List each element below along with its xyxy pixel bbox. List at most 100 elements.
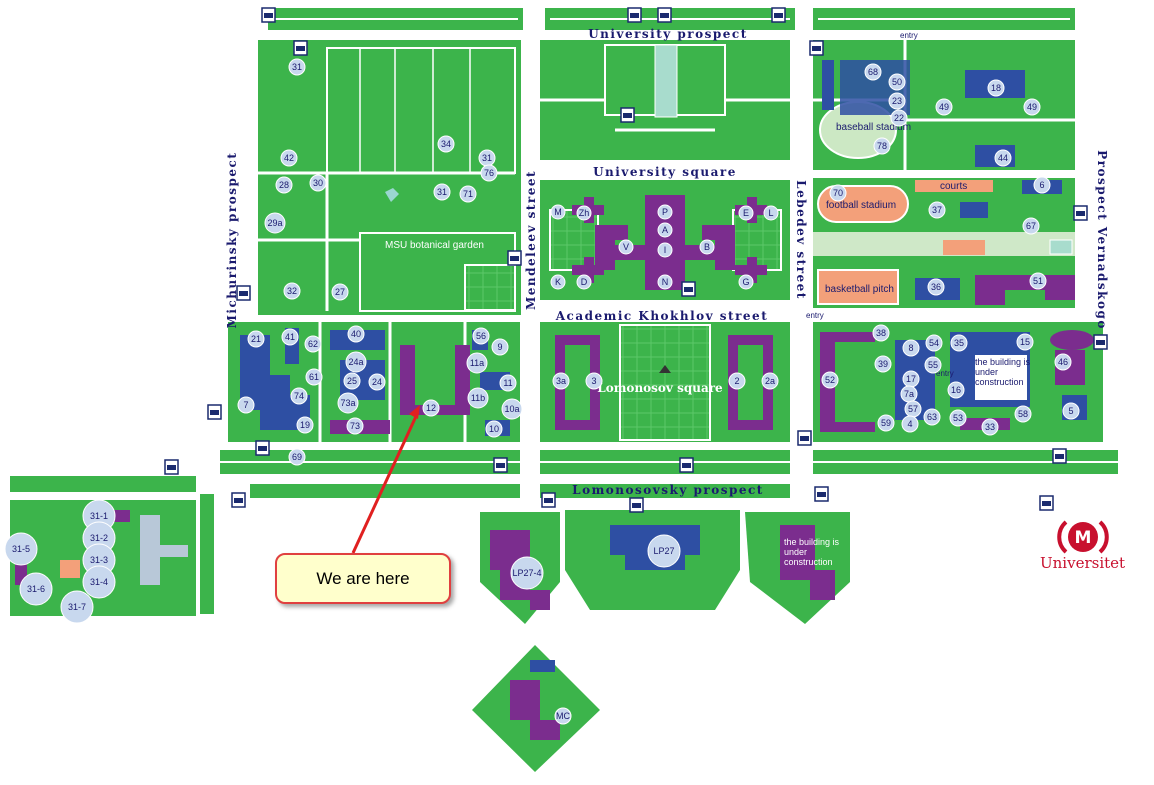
basketball-pitch[interactable] xyxy=(817,269,899,305)
building-number-bubble[interactable] xyxy=(1033,176,1051,194)
building-number-bubble[interactable] xyxy=(467,387,489,409)
building-number-label: 74 xyxy=(294,391,304,401)
building-21[interactable] xyxy=(240,335,310,430)
building-number-bubble[interactable] xyxy=(647,534,681,568)
building-number-bubble[interactable] xyxy=(987,79,1005,97)
letter-bubble[interactable] xyxy=(738,205,754,221)
letter-bubble[interactable] xyxy=(657,222,673,238)
letter-bubble[interactable] xyxy=(550,204,566,220)
building-number-bubble[interactable] xyxy=(947,381,965,399)
building-number-bubble[interactable] xyxy=(247,330,265,348)
building-number-bubble[interactable] xyxy=(949,409,967,427)
building-number-bubble[interactable] xyxy=(309,174,327,192)
building-number-bubble[interactable] xyxy=(1022,217,1040,235)
building-number-bubble[interactable] xyxy=(343,372,361,390)
building-number-bubble[interactable] xyxy=(433,183,451,201)
building-number-bubble[interactable] xyxy=(928,201,946,219)
building-number-bubble[interactable] xyxy=(950,334,968,352)
building-number-bubble[interactable] xyxy=(902,339,920,357)
building-12[interactable] xyxy=(400,345,470,415)
building-number-bubble[interactable] xyxy=(437,135,455,153)
building-number-bubble[interactable] xyxy=(728,372,746,390)
building-number-bubble[interactable] xyxy=(4,532,38,566)
building-number-bubble[interactable] xyxy=(501,398,523,420)
letter-bubble[interactable] xyxy=(618,239,634,255)
building-number-bubble[interactable] xyxy=(275,176,293,194)
building-number-bubble[interactable] xyxy=(82,565,116,599)
letter-bubble[interactable] xyxy=(657,242,673,258)
building-number-bubble[interactable] xyxy=(346,417,364,435)
building-number-bubble[interactable] xyxy=(290,387,308,405)
letter-bubble[interactable] xyxy=(657,274,673,290)
letter-bubble[interactable] xyxy=(763,205,779,221)
building-number-bubble[interactable] xyxy=(510,556,544,590)
letter-bubble[interactable] xyxy=(576,274,592,290)
building-number-bubble[interactable] xyxy=(874,355,892,373)
building-mc[interactable] xyxy=(510,680,560,740)
building-number-bubble[interactable] xyxy=(554,707,572,725)
building-number-bubble[interactable] xyxy=(466,352,488,374)
building-number-bubble[interactable] xyxy=(237,396,255,414)
building-number-bubble[interactable] xyxy=(873,137,891,155)
letter-bubble[interactable] xyxy=(738,274,754,290)
building-number-bubble[interactable] xyxy=(877,414,895,432)
building-number-bubble[interactable] xyxy=(872,324,890,342)
building-number-bubble[interactable] xyxy=(1062,402,1080,420)
building-number-bubble[interactable] xyxy=(888,92,906,110)
building-number-bubble[interactable] xyxy=(585,372,603,390)
building-number-bubble[interactable] xyxy=(829,184,847,202)
building-number-bubble[interactable] xyxy=(296,416,314,434)
building-number-bubble[interactable] xyxy=(761,372,779,390)
building-number-bubble[interactable] xyxy=(331,283,349,301)
building-number-bubble[interactable] xyxy=(994,149,1012,167)
building-number-bubble[interactable] xyxy=(925,334,943,352)
building-52[interactable] xyxy=(820,332,875,432)
building-number-bubble[interactable] xyxy=(1023,98,1041,116)
building-number-bubble[interactable] xyxy=(480,164,498,182)
building-number-bubble[interactable] xyxy=(280,149,298,167)
building-number-bubble[interactable] xyxy=(491,338,509,356)
building-number-bubble[interactable] xyxy=(347,325,365,343)
building-number-bubble[interactable] xyxy=(368,373,386,391)
building-number-bubble[interactable] xyxy=(485,420,503,438)
letter-bubble[interactable] xyxy=(576,205,592,221)
building-number-bubble[interactable] xyxy=(305,368,323,386)
building-number-bubble[interactable] xyxy=(888,73,906,91)
building-number-bubble[interactable] xyxy=(552,372,570,390)
building-number-bubble[interactable] xyxy=(422,399,440,417)
building-number-bubble[interactable] xyxy=(1014,405,1032,423)
building-number-bubble[interactable] xyxy=(981,418,999,436)
building-number-bubble[interactable] xyxy=(890,109,908,127)
letter-bubble[interactable] xyxy=(550,274,566,290)
building-number-bubble[interactable] xyxy=(19,572,53,606)
building-number-bubble[interactable] xyxy=(345,351,367,373)
building-number-bubble[interactable] xyxy=(935,98,953,116)
building-number-bubble[interactable] xyxy=(1029,272,1047,290)
building-number-bubble[interactable] xyxy=(281,328,299,346)
building-number-bubble[interactable] xyxy=(901,415,919,433)
building-number-bubble[interactable] xyxy=(288,58,306,76)
building-number-bubble[interactable] xyxy=(864,63,882,81)
bus-icon xyxy=(660,13,669,18)
building-number-bubble[interactable] xyxy=(1054,353,1072,371)
building-number-bubble[interactable] xyxy=(60,590,94,624)
metro-icon[interactable]: M xyxy=(1038,510,1128,574)
building-number-bubble[interactable] xyxy=(264,212,286,234)
letter-bubble[interactable] xyxy=(699,239,715,255)
building-number-label: 54 xyxy=(929,338,939,348)
letter-bubble[interactable] xyxy=(657,204,673,220)
building-number-bubble[interactable] xyxy=(304,335,322,353)
building-number-bubble[interactable] xyxy=(337,392,359,414)
building-number-bubble[interactable] xyxy=(283,282,301,300)
building-number-bubble[interactable] xyxy=(924,356,942,374)
building-number-bubble[interactable] xyxy=(821,371,839,389)
building-number-bubble[interactable] xyxy=(288,448,306,466)
building-number-bubble[interactable] xyxy=(923,408,941,426)
courts[interactable] xyxy=(915,180,993,192)
building-number-bubble[interactable] xyxy=(472,327,490,345)
building-number-bubble[interactable] xyxy=(499,374,517,392)
building-number-bubble[interactable] xyxy=(927,278,945,296)
building-number-bubble[interactable] xyxy=(459,185,477,203)
building-number-bubble[interactable] xyxy=(1016,333,1034,351)
